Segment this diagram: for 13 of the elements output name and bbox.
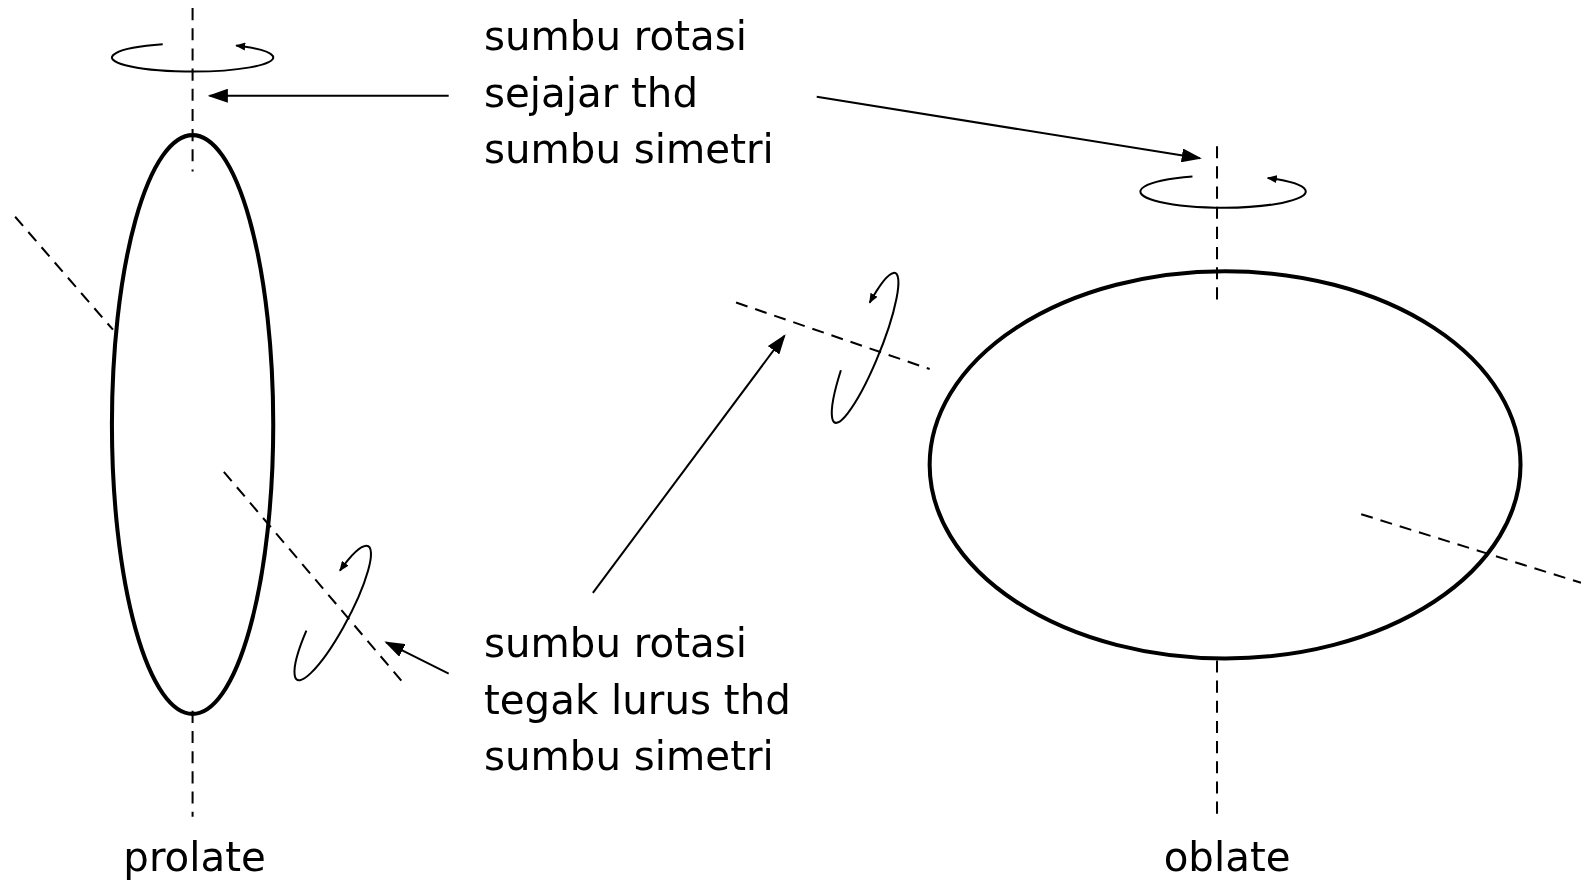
ellipsoid-outline — [927, 269, 1523, 661]
leader-line — [384, 641, 450, 675]
ellipsoid-outline — [109, 133, 276, 716]
dashed-axis — [1216, 146, 1219, 817]
shape-caption: oblate — [1162, 832, 1292, 883]
annotation-text: sumbu rotasi sejajar thd sumbu simetri — [484, 8, 847, 178]
dashed-axis — [14, 216, 403, 682]
leader-line — [207, 88, 449, 103]
annotation-text: sumbu rotasi tegak lurus thd sumbu simetri — [484, 615, 847, 785]
leader-line — [816, 95, 1202, 163]
leader-line — [592, 334, 786, 594]
dashed-axis — [735, 301, 1581, 584]
shape-caption: prolate — [122, 832, 267, 883]
